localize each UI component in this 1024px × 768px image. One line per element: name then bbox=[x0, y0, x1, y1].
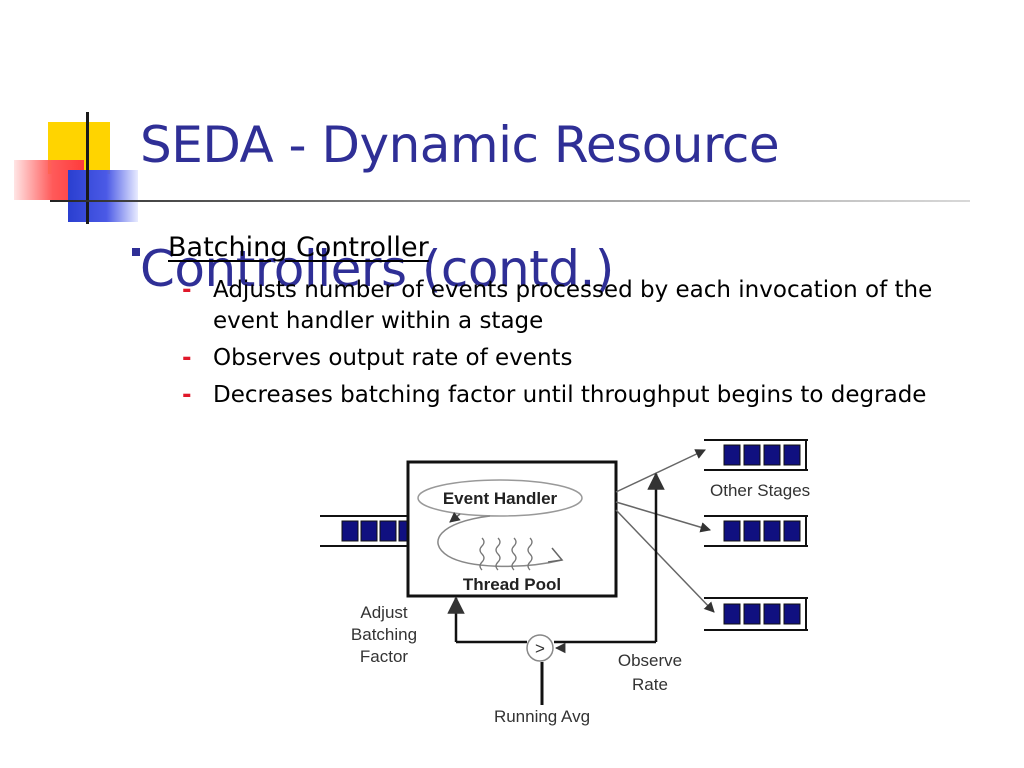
output-queue-1 bbox=[704, 439, 808, 471]
title-divider bbox=[50, 200, 970, 202]
bullet-label: Batching Controller bbox=[168, 232, 429, 263]
adjust-label-line-2: Batching bbox=[351, 625, 417, 644]
logo-vertical-line bbox=[86, 112, 89, 224]
dash-marker: - bbox=[182, 345, 192, 371]
subpoint-text: Adjusts number of events processed by ea… bbox=[213, 277, 933, 334]
subpoint-text: Observes output rate of events bbox=[213, 345, 573, 371]
queue-slot bbox=[783, 444, 801, 466]
queue-slot bbox=[783, 520, 801, 542]
loop-arc bbox=[437, 515, 563, 568]
square-bullet-icon bbox=[132, 248, 140, 256]
adjust-label-line-3: Factor bbox=[360, 647, 409, 666]
queue-slot bbox=[743, 603, 761, 625]
queue-slot bbox=[379, 520, 397, 542]
output-arrow bbox=[615, 501, 712, 533]
thread-pool-label: Thread Pool bbox=[463, 575, 561, 594]
queue-slot bbox=[360, 520, 378, 542]
output-queue-3 bbox=[704, 597, 808, 631]
queue-slot bbox=[723, 444, 741, 466]
event-handler-ellipse bbox=[417, 479, 583, 517]
other-stages-label: Other Stages bbox=[710, 481, 810, 500]
slide-title: SEDA - Dynamic Resource Controllers (con… bbox=[140, 52, 980, 362]
thread-squiggles bbox=[479, 537, 533, 571]
logo-blue-square bbox=[68, 170, 138, 222]
queue-slot bbox=[783, 603, 801, 625]
running-avg-label: Running Avg bbox=[494, 707, 590, 726]
observe-label-line-2: Rate bbox=[632, 675, 668, 694]
queue-slot bbox=[743, 444, 761, 466]
event-handler-label: Event Handler bbox=[443, 489, 558, 508]
queue-slot bbox=[341, 520, 359, 542]
queue-slot bbox=[723, 520, 741, 542]
dash-marker: - bbox=[182, 277, 192, 303]
comparator-node bbox=[526, 634, 554, 662]
loop-arrowhead bbox=[449, 511, 461, 523]
queue-slot bbox=[723, 603, 741, 625]
comparator-symbol: > bbox=[535, 639, 545, 658]
batching-controller-diagram: Event Handler Thread Pool Other Stages bbox=[320, 439, 810, 726]
title-line-2: Controllers (contd.) bbox=[140, 240, 614, 298]
dash-marker: - bbox=[182, 382, 192, 408]
queue-slot bbox=[763, 444, 781, 466]
queue-slot bbox=[763, 520, 781, 542]
output-queue-2 bbox=[704, 515, 808, 547]
adjust-label-line-1: Adjust bbox=[360, 603, 408, 622]
subpoint-text: Decreases batching factor until throughp… bbox=[213, 382, 927, 408]
queue-slot bbox=[763, 603, 781, 625]
title-line-1: SEDA - Dynamic Resource bbox=[140, 116, 780, 174]
output-arrow bbox=[615, 509, 715, 613]
output-arrow bbox=[615, 449, 706, 493]
observe-label-line-1: Observe bbox=[618, 651, 682, 670]
loop-arrowhead bbox=[547, 547, 564, 563]
queue-slot bbox=[743, 520, 761, 542]
